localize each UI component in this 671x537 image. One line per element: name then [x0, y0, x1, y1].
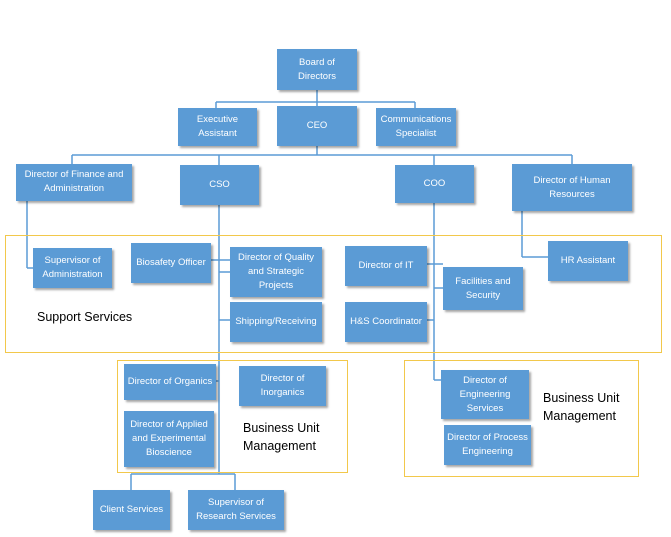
communications-specialist-box: Communications Specialist — [376, 108, 456, 146]
business-unit-region-left — [117, 360, 348, 473]
coo-box: COO — [395, 165, 474, 203]
support-services-label: Support Services — [37, 310, 133, 324]
director-it-box: Director of IT — [345, 246, 427, 286]
biosafety-officer-box: Biosafety Officer — [131, 243, 211, 283]
director-hr-box: Director of Human Resources — [512, 164, 632, 211]
supervisor-administration-box: Supervisor of Administration — [33, 248, 112, 288]
business-unit-label-left: Business Unit Management — [243, 421, 320, 453]
business-unit-label-right: Business Unit Management — [543, 391, 620, 423]
director-process-engineering-box: Director of Process Engineering — [444, 425, 531, 465]
facilities-security-box: Facilities and Security — [443, 267, 523, 310]
cso-box: CSO — [180, 165, 259, 205]
shipping-receiving-box: Shipping/Receiving — [230, 302, 322, 342]
business-unit-region-right — [404, 360, 639, 477]
director-applied-bioscience-box: Director of Applied and Experimental Bio… — [124, 411, 214, 467]
director-quality-box: Director of Quality and Strategic Projec… — [230, 247, 322, 297]
board-of-directors-box: Board of Directors — [277, 49, 357, 90]
director-engineering-box: Director of Engineering Services — [441, 370, 529, 419]
executive-assistant-box: Executive Assistant — [178, 108, 257, 146]
hr-assistant-box: HR Assistant — [548, 241, 628, 281]
supervisor-research-box: Supervisor of Research Services — [188, 490, 284, 530]
ceo-box: CEO — [277, 106, 357, 146]
hs-coordinator-box: H&S Coordinator — [345, 302, 427, 342]
support-services-region — [5, 235, 662, 353]
director-organics-box: Director of Organics — [124, 364, 216, 400]
director-finance-box: Director of Finance and Administration — [16, 164, 132, 201]
director-inorganics-box: Director of Inorganics — [239, 366, 326, 406]
client-services-box: Client Services — [93, 490, 170, 530]
